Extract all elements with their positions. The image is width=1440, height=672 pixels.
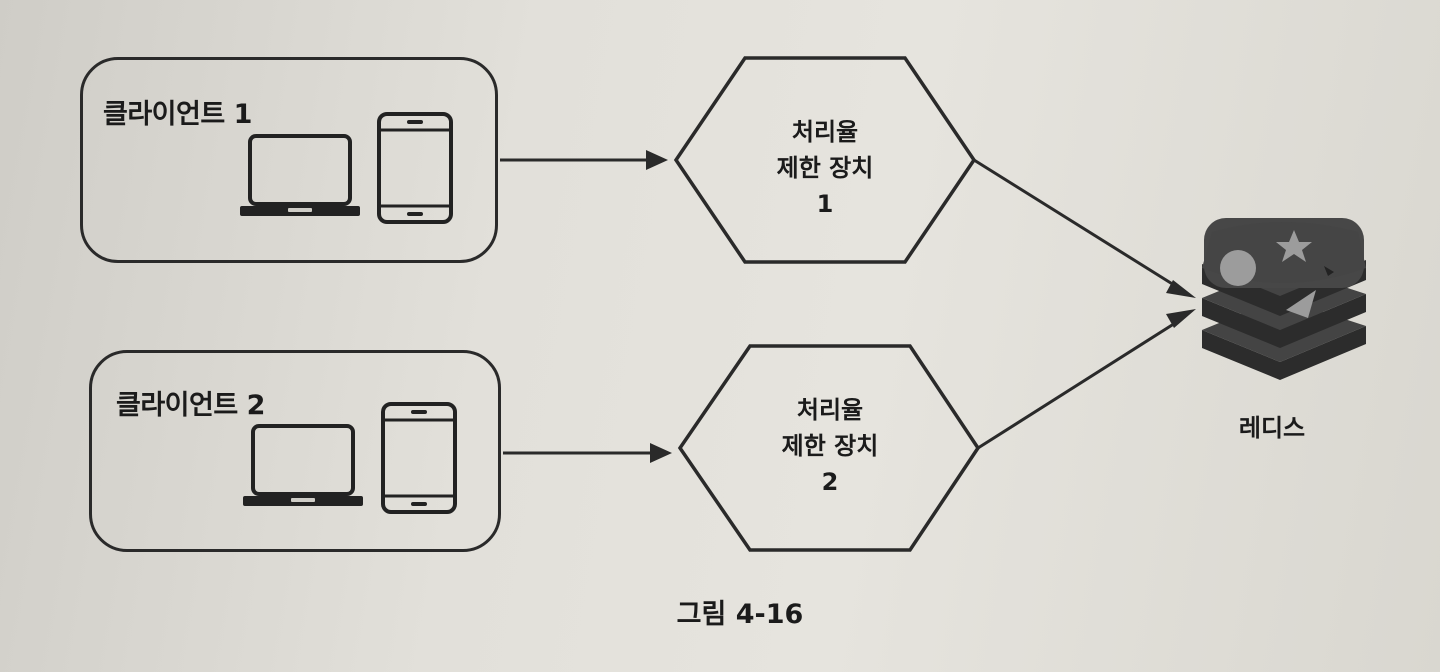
rate-limiter-1-label: 처리율 제한 장치 1 — [725, 114, 925, 222]
arrow-client2-to-limiter2 — [503, 443, 672, 463]
rate-limiter-2-line2: 제한 장치 — [781, 432, 879, 460]
redis-logo-icon — [1202, 218, 1366, 380]
laptop-icon — [240, 134, 360, 216]
rate-limiter-2-label: 처리율 제한 장치 2 — [730, 392, 930, 500]
arrow-limiter1-to-redis — [973, 158, 1196, 298]
rate-limiter-2-line1: 처리율 — [796, 396, 864, 424]
arrow-client1-to-limiter1 — [500, 150, 668, 170]
rate-limiter-1-line2: 제한 장치 — [776, 154, 874, 182]
redis-label: 레디스 — [1238, 414, 1306, 442]
client-2-label: 클라이언트 2 — [116, 390, 265, 421]
client-2-box: 클라이언트 2 — [89, 350, 501, 552]
laptop-icon — [243, 424, 363, 506]
smartphone-icon — [377, 112, 453, 224]
smartphone-icon — [381, 402, 457, 514]
rate-limiter-2-line3: 2 — [821, 468, 839, 496]
arrow-limiter2-to-redis — [977, 309, 1196, 450]
rate-limiter-1-line1: 처리율 — [791, 118, 859, 146]
figure-caption: 그림 4-16 — [676, 599, 804, 630]
client-1-box: 클라이언트 1 — [80, 57, 498, 263]
rate-limiter-1-line3: 1 — [816, 190, 834, 218]
client-1-label: 클라이언트 1 — [103, 99, 252, 130]
